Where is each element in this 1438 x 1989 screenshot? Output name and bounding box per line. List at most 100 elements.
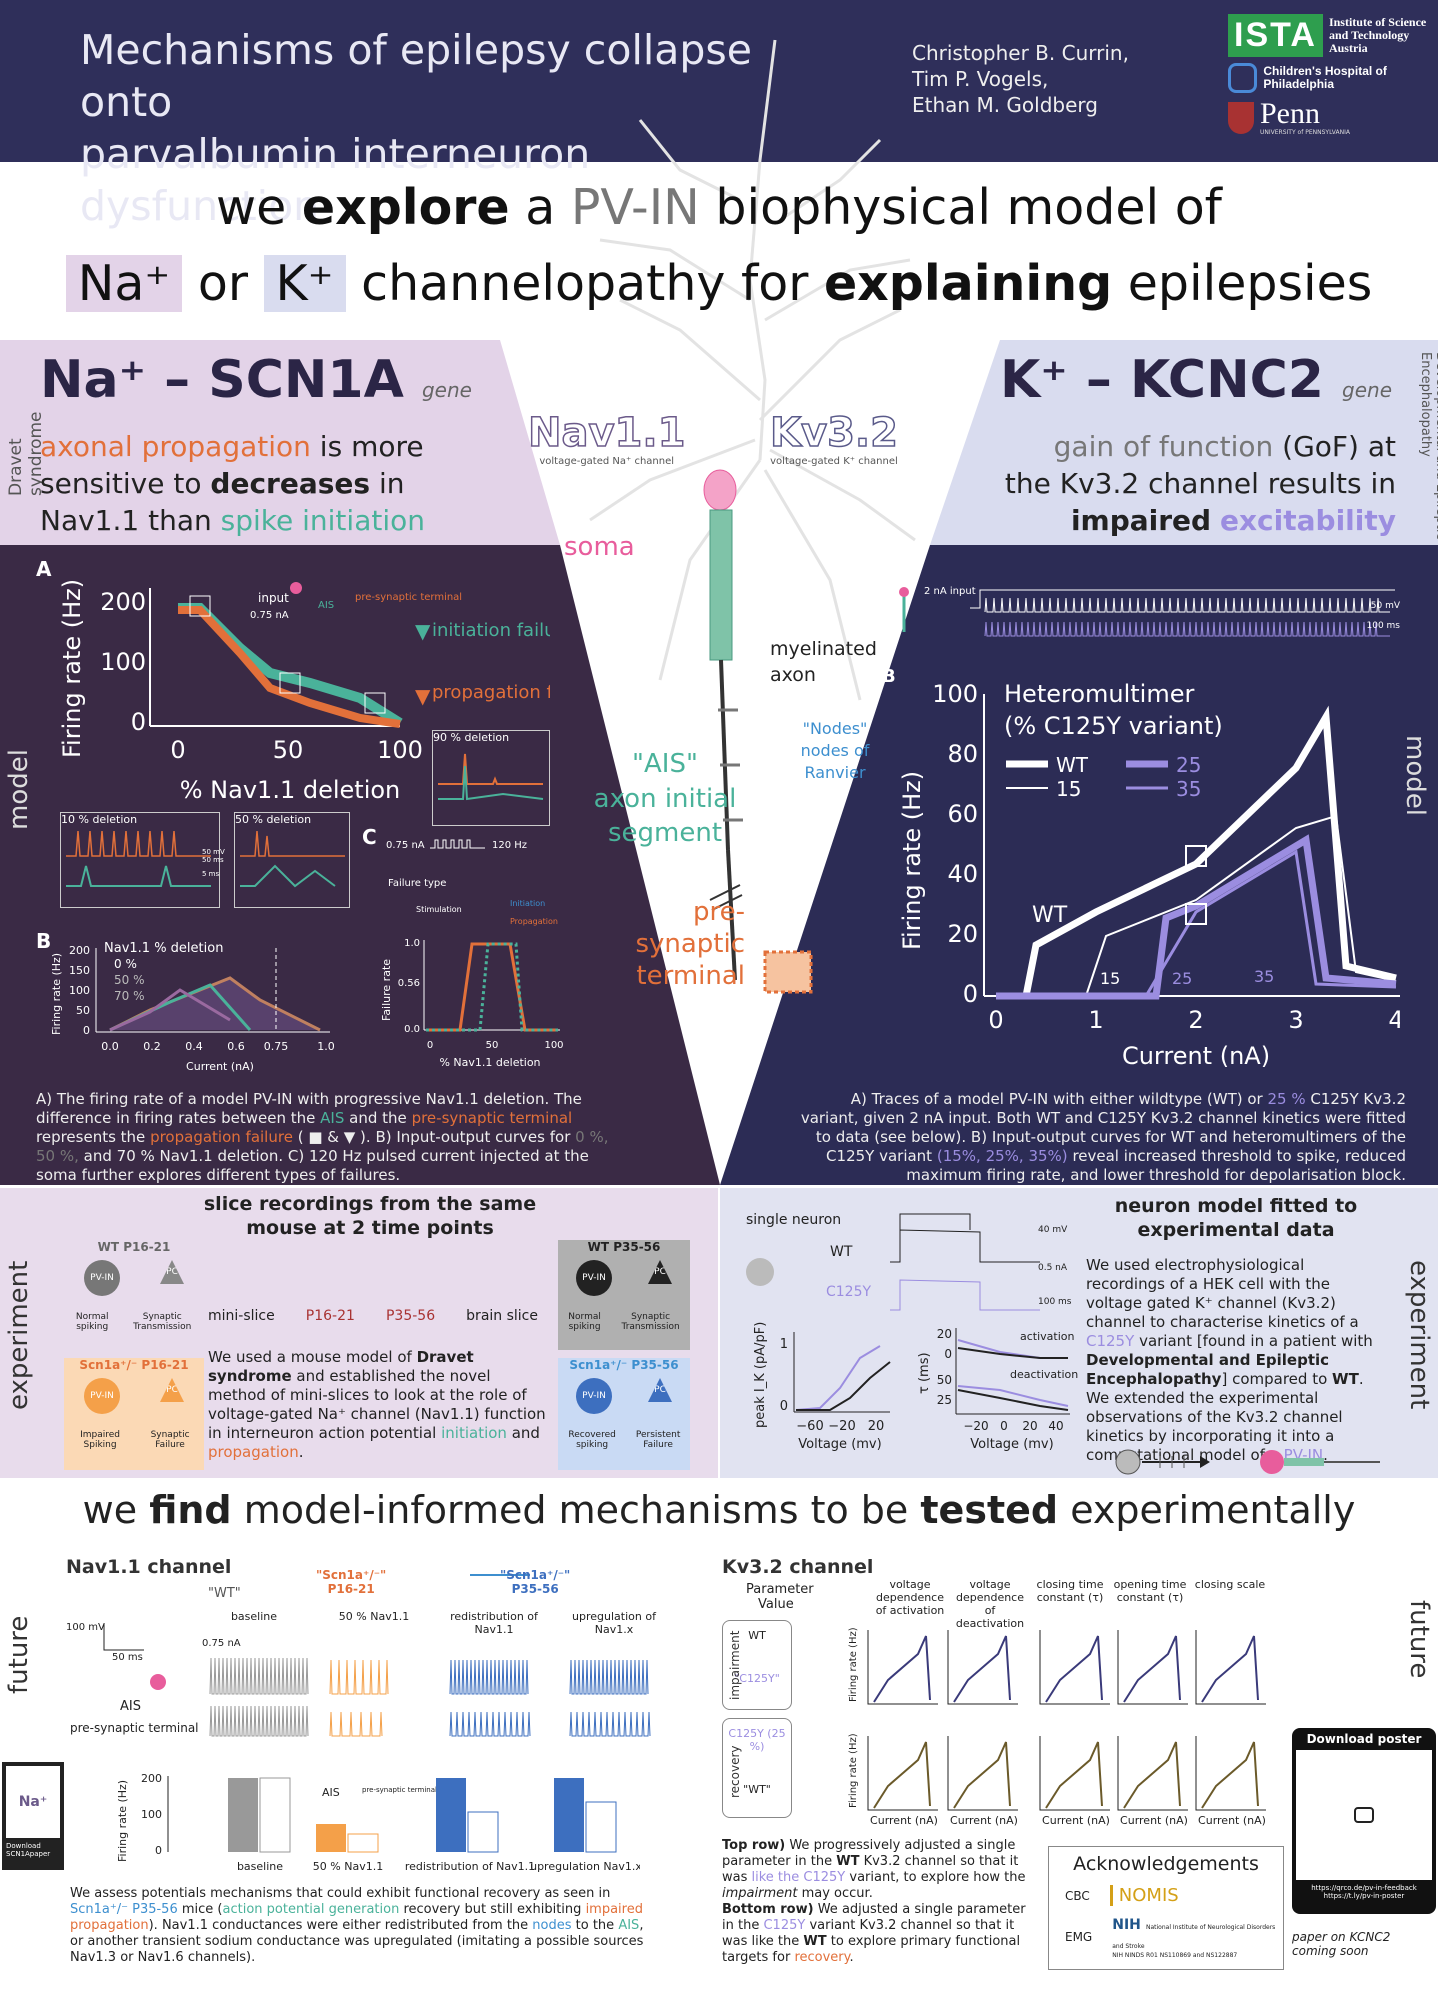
svg-text:40: 40: [947, 860, 978, 888]
svg-text:0.75: 0.75: [264, 1040, 289, 1053]
svg-text:0: 0: [963, 980, 978, 1008]
panel-a-label: A: [36, 558, 52, 581]
kv-cell-axes: [1039, 1630, 1110, 1705]
axon-shape: [719, 659, 730, 851]
na-lead-text: axonal propagation is more sensitive to …: [40, 430, 425, 537]
a-xtick: 0: [170, 736, 185, 764]
kcnc2-paper-note: paper on KCNC2 coming soon: [1292, 1930, 1391, 1958]
penn-shield-icon: [1228, 101, 1254, 134]
svg-text:Propagation: Propagation: [510, 917, 558, 926]
experiment-left-label: experiment: [4, 1260, 34, 1410]
inset-50-deletion: 50 % deletion: [234, 812, 350, 908]
svg-text:15: 15: [1056, 777, 1081, 801]
a-input-label: input: [258, 591, 289, 605]
svg-text:0: 0: [944, 1347, 952, 1361]
scn1a-paper-qr[interactable]: Na⁺ Download SCN1Apaper: [2, 1762, 64, 1870]
svg-text:WT: WT: [830, 1244, 853, 1260]
a-ais-label: AIS: [318, 600, 334, 611]
na-caption: A) The firing rate of a model PV-IN with…: [36, 1090, 609, 1184]
svg-text:1.0: 1.0: [404, 938, 420, 949]
svg-text:0.75 nA: 0.75 nA: [386, 840, 425, 851]
svg-text:80: 80: [947, 740, 978, 768]
svg-text:activation: activation: [1020, 1330, 1075, 1343]
series-25: [996, 834, 1397, 1000]
neuron-schematic: [703, 469, 813, 994]
svg-text:pre-synaptic terminal: pre-synaptic terminal: [362, 1786, 437, 1794]
svg-text:15: 15: [1100, 969, 1120, 988]
scn-b-label: "Scn1a⁺/⁻"P35-56: [500, 1568, 571, 1596]
model-fitted-heading: neuron model fitted to experimental data: [1114, 1195, 1358, 1241]
svg-text:Firing rate (Hz): Firing rate (Hz): [848, 1733, 859, 1808]
svg-text:pre-synaptic terminal: pre-synaptic terminal: [70, 1721, 199, 1735]
kv-cell-axes: [867, 1630, 938, 1705]
svg-text:40: 40: [1048, 1419, 1063, 1433]
svg-text:% Nav1.1 deletion: % Nav1.1 deletion: [439, 1056, 540, 1069]
svg-text:50 ms: 50 ms: [112, 1652, 143, 1663]
svg-text:Current (nA): Current (nA): [1122, 1042, 1270, 1070]
svg-text:▼: ▼: [415, 684, 431, 708]
nomis-logo: NOMIS: [1109, 1885, 1179, 1906]
kv-cell-series: [1123, 1741, 1181, 1809]
svg-text:Voltage (mv): Voltage (mv): [970, 1437, 1053, 1452]
svg-text:C125Y: C125Y: [826, 1284, 871, 1300]
series-15: [996, 814, 1397, 997]
k-model-label: model: [1400, 735, 1430, 816]
svg-text:20: 20: [868, 1419, 885, 1434]
authors: Christopher B. Currin, Tim P. Vogels, Et…: [912, 40, 1129, 118]
svg-text:100: 100: [544, 1040, 563, 1051]
soma-label: soma: [564, 532, 635, 562]
future-right-text: Top row) We progressively adjusted a sin…: [722, 1838, 1026, 1965]
b-title: Nav1.1 % deletion: [104, 941, 223, 956]
svg-text:0.6: 0.6: [227, 1040, 245, 1053]
svg-text:Failure type: Failure type: [388, 878, 446, 889]
svg-text:0: 0: [988, 1006, 1003, 1034]
download-poster-qr[interactable]: Download poster https://qrco.de/pv-in-fe…: [1292, 1728, 1436, 1914]
chop-logo-icon: [1228, 63, 1258, 93]
svg-text:(% C125Y variant): (% C125Y variant): [1004, 712, 1223, 740]
section-backgrounds: [0, 340, 1438, 1185]
kv32-label: Kv3.2 voltage-gated K⁺ channel: [769, 409, 898, 467]
svg-text:50: 50: [937, 1373, 952, 1387]
kv-cell-axes: [1195, 1630, 1266, 1705]
svg-text:1: 1: [1088, 1006, 1103, 1034]
a-input-val: 0.75 nA: [250, 610, 289, 621]
future-right-label: future: [1404, 1600, 1434, 1679]
a-ytick: 100: [100, 648, 146, 676]
kv-cell-series: [873, 1741, 931, 1809]
svg-text:70 %: 70 %: [114, 989, 145, 1003]
svg-text:4: 4: [1388, 1006, 1400, 1034]
svg-text:A: A: [882, 570, 896, 591]
k-lead-text: gain of function (GoF) at the Kv3.2 chan…: [1004, 430, 1396, 537]
svg-text:baseline: baseline: [237, 1860, 283, 1873]
series-35: [996, 849, 1397, 998]
k-panel-a-traces: A 2 nA input 50 mV 100 ms: [882, 570, 1401, 637]
main-headline: we explore a PV-IN biophysical model of …: [0, 170, 1438, 322]
neuron-background-image: [589, 39, 916, 701]
kv32-grid-charts: Firing rate (Hz) Firing rate (Hz) Curren…: [848, 1627, 1266, 1827]
svg-text:Firing rate (Hz): Firing rate (Hz): [848, 1627, 859, 1702]
poster-title: Mechanisms of epilepsy collapse onto par…: [80, 26, 752, 230]
qr-code-icon: Na⁺: [6, 1766, 60, 1838]
svg-text:25: 25: [937, 1393, 952, 1407]
wt-quote: "WT": [208, 1586, 241, 1601]
slice-heading: slice recordings from the same mouse at …: [203, 1193, 537, 1239]
hek-iv-charts: peak I_K (pA/pF) 1 0 −60 −20 20 Voltage …: [753, 1322, 1078, 1452]
kv-cell-axes: [867, 1736, 938, 1811]
kv-cell-axes: [1039, 1736, 1110, 1811]
a-ytick: 200: [100, 588, 146, 616]
svg-text:100 ms: 100 ms: [1367, 621, 1401, 631]
svg-text:100: 100: [69, 984, 90, 997]
a-ylabel: Firing rate (Hz): [58, 579, 86, 758]
svg-text:0: 0: [780, 1399, 788, 1414]
na-panel-a-chart: A Firing rate (Hz) 200 100 0 0 50 100 % …: [36, 558, 550, 804]
penn-name: Penn: [1260, 97, 1320, 130]
svg-text:0: 0: [83, 1024, 90, 1037]
kv-cell-series: [1201, 1741, 1259, 1809]
kv-cell-series: [873, 1635, 931, 1703]
init-failure-label: initiation failure: [432, 620, 550, 641]
a-xtick: 50: [273, 736, 304, 764]
